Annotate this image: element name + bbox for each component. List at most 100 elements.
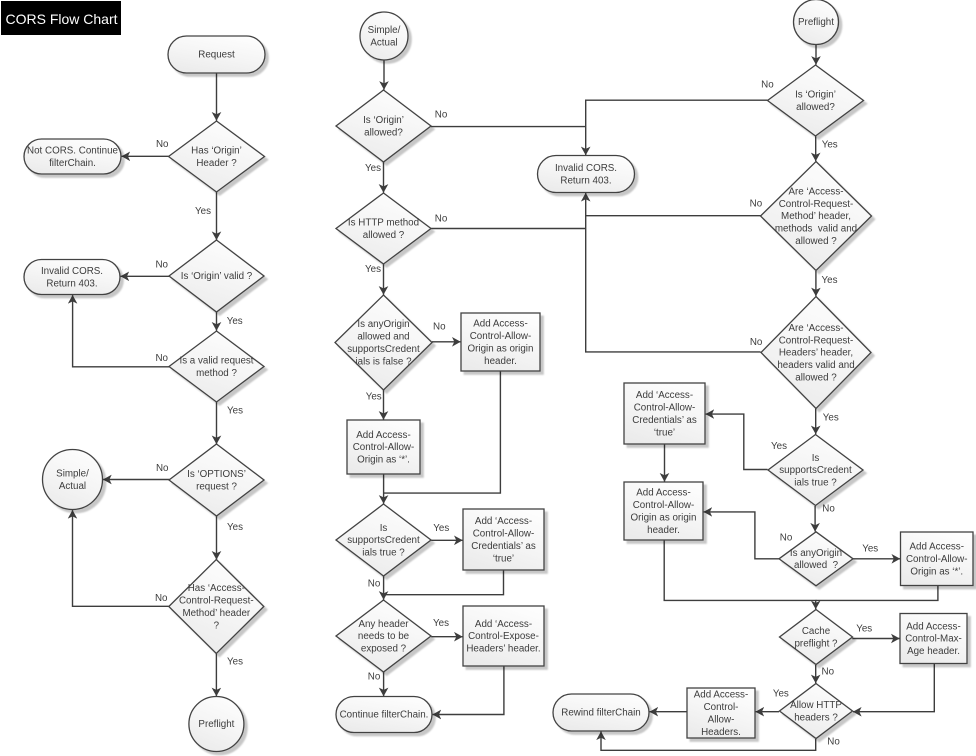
svg-text:Control-: Control- [704, 702, 739, 713]
svg-text:Preflight: Preflight [798, 17, 834, 28]
svg-text:Yes: Yes [862, 544, 878, 555]
svg-text:Add Access-: Add Access- [906, 621, 960, 632]
svg-text:Allow HTTP: Allow HTTP [790, 700, 842, 711]
svg-text:Has ‘Access-: Has ‘Access- [188, 583, 245, 594]
svg-text:No: No [155, 593, 168, 604]
svg-text:allowed?: allowed? [796, 102, 835, 113]
svg-text:No: No [750, 199, 763, 210]
svg-text:No: No [435, 109, 448, 120]
svg-text:Is ‘Origin’ valid ?: Is ‘Origin’ valid ? [181, 271, 253, 282]
svg-text:exposed ?: exposed ? [361, 644, 407, 655]
svg-text:Control-Max-: Control-Max- [905, 634, 962, 645]
svg-text:supportsCredent: supportsCredent [779, 465, 852, 476]
svg-text:Age header.: Age header. [907, 646, 960, 657]
svg-text:Is: Is [812, 453, 820, 464]
svg-text:Cache: Cache [802, 626, 831, 637]
svg-text:supportsCredent: supportsCredent [347, 535, 420, 546]
svg-text:‘true’: ‘true’ [493, 553, 514, 564]
svg-text:needs to be: needs to be [358, 631, 410, 642]
svg-text:Yes: Yes [227, 316, 243, 327]
svg-text:Is ‘OPTIONS’: Is ‘OPTIONS’ [187, 469, 246, 480]
svg-text:Continue filterChain.: Continue filterChain. [340, 710, 429, 721]
svg-text:No: No [827, 737, 840, 748]
svg-text:Is a valid request: Is a valid request [179, 356, 253, 367]
svg-text:Is ‘Origin’: Is ‘Origin’ [363, 115, 404, 126]
svg-text:Return 403.: Return 403. [560, 175, 611, 186]
svg-text:Yes: Yes [227, 522, 243, 533]
svg-text:Method’ header: Method’ header [182, 608, 250, 619]
svg-text:No: No [368, 578, 381, 589]
svg-text:Headers’ header.: Headers’ header. [466, 644, 540, 655]
svg-text:Control-Request-: Control-Request- [779, 199, 854, 210]
svg-text:Yes: Yes [195, 206, 211, 217]
svg-text:Yes: Yes [822, 140, 838, 151]
svg-text:header.: header. [484, 356, 517, 367]
svg-text:methods valid and: methods valid and [775, 224, 857, 235]
svg-text:Headers.: Headers. [701, 727, 741, 738]
svg-text:header.: header. [647, 525, 680, 536]
svg-text:Actual: Actual [59, 481, 86, 492]
svg-text:No: No [822, 666, 835, 677]
svg-text:Header ?: Header ? [196, 158, 237, 169]
svg-text:Control-Allow-: Control-Allow- [633, 500, 695, 511]
svg-text:Add ‘Access-: Add ‘Access- [475, 516, 532, 527]
svg-text:Simple/: Simple/ [56, 469, 89, 480]
svg-text:Control-Expose-: Control-Expose- [468, 631, 539, 642]
svg-text:Yes: Yes [365, 163, 381, 174]
svg-text:preflight ?: preflight ? [794, 638, 838, 649]
svg-text:CORS Flow Chart: CORS Flow Chart [6, 11, 118, 27]
svg-text:method ?: method ? [196, 368, 237, 379]
svg-text:Yes: Yes [365, 264, 381, 275]
svg-text:No: No [435, 214, 448, 225]
svg-text:Return 403.: Return 403. [46, 278, 97, 289]
svg-text:Rewind filterChain: Rewind filterChain [561, 708, 641, 719]
svg-text:request ?: request ? [196, 481, 237, 492]
svg-text:?: ? [214, 620, 220, 631]
svg-text:Preflight: Preflight [198, 719, 234, 730]
svg-text:Invalid CORS.: Invalid CORS. [41, 266, 103, 277]
svg-text:No: No [761, 79, 774, 90]
svg-text:Is anyOrigin: Is anyOrigin [790, 548, 842, 559]
svg-text:Request: Request [198, 50, 235, 61]
svg-text:No: No [155, 353, 168, 364]
svg-text:ials true ?: ials true ? [362, 548, 405, 559]
svg-text:Yes: Yes [823, 413, 839, 424]
svg-text:headers valid and: headers valid and [777, 360, 854, 371]
svg-text:Yes: Yes [227, 406, 243, 417]
svg-text:Yes: Yes [856, 624, 872, 635]
svg-text:‘true’: ‘true’ [654, 427, 675, 438]
svg-text:Credentials’ as: Credentials’ as [632, 415, 697, 426]
svg-text:Are ‘Access-: Are ‘Access- [789, 186, 844, 197]
svg-text:Control-Allow-: Control-Allow- [634, 403, 696, 414]
svg-text:Yes: Yes [366, 391, 382, 402]
svg-text:No: No [155, 260, 168, 271]
svg-text:No: No [780, 533, 793, 544]
svg-text:Is: Is [380, 523, 388, 534]
svg-text:Origin as origin: Origin as origin [468, 343, 534, 354]
svg-text:No: No [750, 337, 763, 348]
svg-text:allowed?: allowed? [364, 127, 403, 138]
svg-text:Credentials’ as: Credentials’ as [471, 541, 536, 552]
svg-text:Control-Allow-: Control-Allow- [906, 554, 968, 565]
svg-text:supportsCredent: supportsCredent [347, 344, 420, 355]
svg-text:Add Access-: Add Access- [694, 690, 748, 701]
svg-text:Not CORS. Continue: Not CORS. Continue [27, 146, 118, 157]
svg-text:Has ‘Origin’: Has ‘Origin’ [191, 146, 242, 157]
svg-text:Add ‘Access-: Add ‘Access- [636, 390, 693, 401]
svg-text:Control-Request-: Control-Request- [179, 596, 254, 607]
svg-text:Yes: Yes [773, 688, 789, 699]
svg-text:Is ‘Origin’: Is ‘Origin’ [795, 90, 836, 101]
svg-text:No: No [156, 139, 169, 150]
svg-text:Allow-: Allow- [708, 714, 735, 725]
svg-text:Simple/: Simple/ [368, 25, 401, 36]
svg-text:Control-Allow-: Control-Allow- [470, 331, 532, 342]
svg-text:allowed and: allowed and [357, 332, 409, 343]
svg-text:Are ‘Access-: Are ‘Access- [789, 323, 844, 334]
svg-text:Add Access-: Add Access- [636, 488, 690, 499]
svg-text:Headers’ header,: Headers’ header, [779, 348, 853, 359]
svg-text:No: No [368, 672, 381, 683]
svg-text:ials is false ?: ials is false ? [355, 356, 412, 367]
svg-text:allowed ?: allowed ? [795, 373, 837, 384]
svg-text:Yes: Yes [433, 618, 449, 629]
svg-text:Control-Allow-: Control-Allow- [473, 529, 535, 540]
